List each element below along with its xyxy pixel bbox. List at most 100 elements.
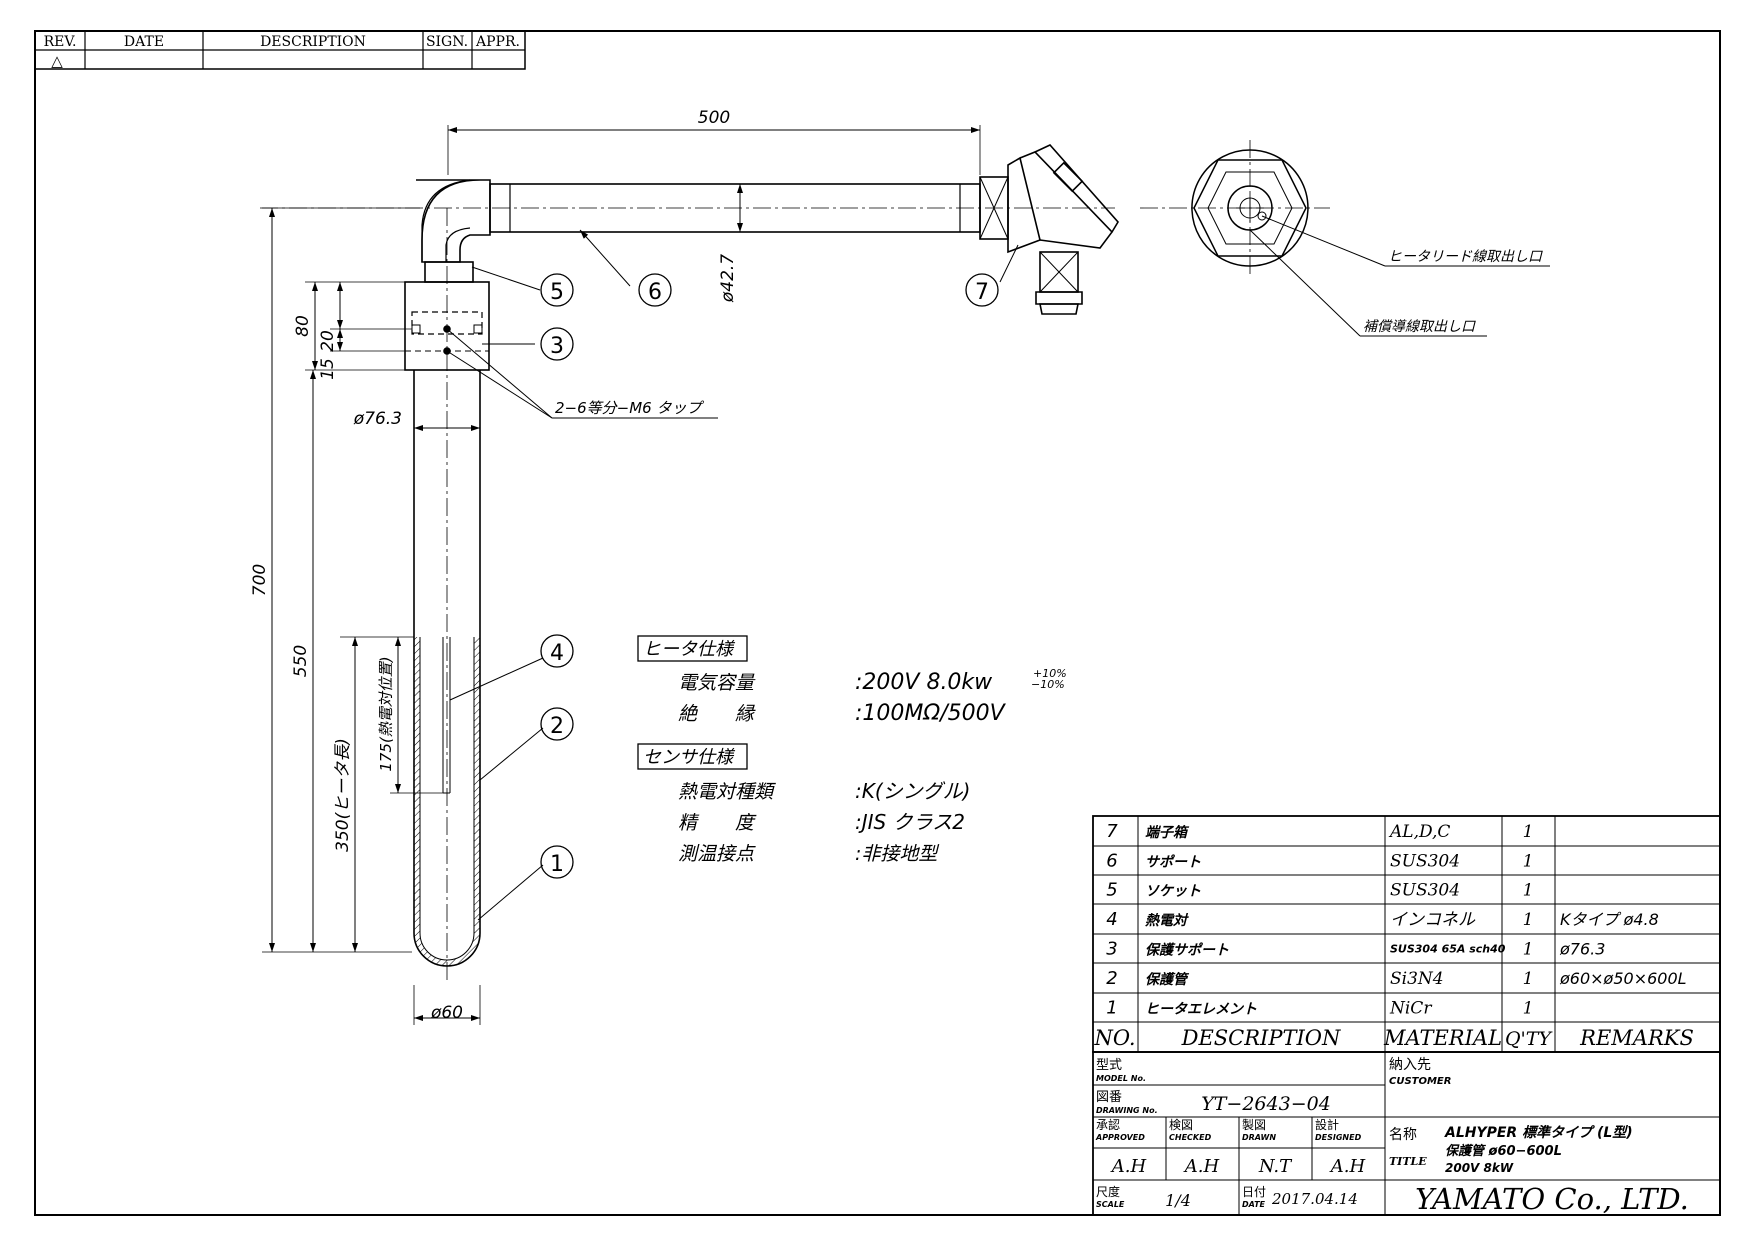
- tap-note-label: 2−6等分−M6 タップ: [555, 399, 704, 417]
- sensor-spec: センサ仕様 熱電対種類 :K(シングル) 精 度 :JIS クラス2 測温接点 …: [637, 743, 970, 865]
- drawing-en-label: DRAWING No.: [1096, 1106, 1158, 1115]
- part-description: 端子箱: [1145, 824, 1190, 841]
- parts-header-no: NO.: [1093, 1026, 1135, 1050]
- part-quantity: 1: [1523, 910, 1534, 930]
- dim-550: 550: [291, 645, 311, 677]
- callout-6: 6: [648, 280, 662, 305]
- date-header: DATE: [124, 34, 164, 50]
- parts-header-material: MATERIAL: [1383, 1026, 1502, 1050]
- dim-350-heater-length: 350(ヒータ長): [333, 738, 353, 852]
- part-material: AL,D,C: [1388, 822, 1450, 842]
- date-jp-label: 日付: [1242, 1185, 1266, 1199]
- junction-value: :非接地型: [855, 843, 939, 865]
- part-material: NiCr: [1389, 999, 1432, 1019]
- insulation-value: :100MΩ/500V: [855, 701, 1007, 726]
- callout-2: 2: [550, 714, 564, 739]
- name-jp-label: 名称: [1389, 1127, 1417, 1143]
- part-number: 1: [1106, 998, 1117, 1019]
- dim-overall-height: 700: [250, 564, 270, 596]
- part-number: 2: [1106, 968, 1117, 989]
- dim-dia-76-3: ø76.3: [353, 409, 402, 429]
- date-value: 2017.04.14: [1271, 1190, 1358, 1208]
- part-number: 7: [1106, 821, 1118, 842]
- title-en-label: TITLE: [1389, 1155, 1427, 1168]
- dim-80: 80: [293, 315, 313, 337]
- parts-header-qty: Q'TY: [1505, 1028, 1553, 1050]
- approved-en-label: APPROVED: [1095, 1133, 1145, 1142]
- company-name: YAMATO Co., LTD.: [1415, 1182, 1689, 1216]
- drawing-number: YT−2643−04: [1201, 1093, 1331, 1115]
- customer-en-label: CUSTOMER: [1389, 1076, 1451, 1087]
- designed-en-label: DESIGNED: [1315, 1133, 1362, 1142]
- title-block: [1092, 1051, 1721, 1216]
- sensor-spec-title: センサ仕様: [643, 747, 736, 768]
- checked-en-label: CHECKED: [1169, 1133, 1212, 1142]
- part-description: 保護管: [1145, 971, 1190, 988]
- thermocouple-type-label: 熱電対種類: [678, 781, 776, 803]
- callouts: 5 3 6 7 4 2 1: [540, 273, 999, 879]
- part-remarks: ø60×ø50×600L: [1559, 969, 1687, 988]
- dimension-lines: [269, 127, 980, 1021]
- title-line-1: ALHYPER 標準タイプ (L型): [1444, 1124, 1633, 1141]
- part-material: インコネル: [1390, 910, 1476, 930]
- heater-capacity-value: :200V 8.0kw: [855, 670, 993, 695]
- part-remarks: Kタイプ ø4.8: [1560, 910, 1659, 929]
- designed-by: A.H: [1329, 1156, 1366, 1177]
- dim-15: 15: [318, 358, 338, 380]
- dim-dia-60: ø60: [430, 1003, 463, 1023]
- drawn-en-label: DRAWN: [1242, 1133, 1276, 1142]
- date-en-label: DATE: [1242, 1200, 1266, 1209]
- revision-block: REV. DATE DESCRIPTION SIGN. APPR. △: [34, 30, 526, 70]
- parts-header-row: NO. DESCRIPTION MATERIAL Q'TY REMARKS: [1093, 1026, 1693, 1050]
- terminal-box-end-view: [1191, 149, 1550, 337]
- callout-4: 4: [550, 641, 564, 666]
- part-material: SUS304: [1390, 881, 1460, 901]
- model-jp-label: 型式: [1096, 1058, 1122, 1073]
- part-description: サポート: [1145, 854, 1201, 871]
- heater-capacity-tol-minus: −10%: [1031, 678, 1065, 691]
- sheet-border: [34, 30, 1721, 1216]
- part-description: 保護サポート: [1145, 942, 1229, 959]
- sign-header: SIGN.: [426, 34, 468, 50]
- scale-value: 1/4: [1165, 1191, 1191, 1210]
- part-number: 4: [1106, 909, 1117, 930]
- accuracy-label: 精 度: [678, 812, 757, 834]
- parts-header-description: DESCRIPTION: [1181, 1026, 1341, 1050]
- description-header: DESCRIPTION: [260, 34, 366, 50]
- part-quantity: 1: [1523, 822, 1534, 842]
- designed-jp-label: 設計: [1315, 1117, 1339, 1132]
- title-line-2: 保護管 ø60−600L: [1445, 1143, 1562, 1159]
- customer-jp-label: 納入先: [1389, 1057, 1431, 1073]
- callout-7: 7: [975, 280, 989, 305]
- part-description: ソケット: [1145, 884, 1201, 900]
- heater-capacity-label: 電気容量: [678, 672, 756, 694]
- compensating-wire-outlet-label: 補償導線取出し口: [1363, 319, 1476, 335]
- part-material: Si3N4: [1390, 969, 1444, 989]
- callout-3: 3: [550, 334, 564, 359]
- rev-header: REV.: [44, 34, 77, 50]
- heater-spec-title: ヒータ仕様: [643, 639, 736, 660]
- heater-assembly-side-view: [404, 144, 1119, 967]
- parts-header-remarks: REMARKS: [1579, 1026, 1694, 1050]
- title-line-3: 200V 8kW: [1445, 1161, 1514, 1175]
- drawing-jp-label: 図番: [1096, 1090, 1122, 1105]
- approved-jp-label: 承認: [1096, 1117, 1120, 1132]
- heater-spec: ヒータ仕様 電気容量 :200V 8.0kw +10% −10% 絶 縁 :10…: [637, 635, 1067, 726]
- drawn-by: N.T: [1258, 1156, 1293, 1177]
- part-quantity: 1: [1523, 940, 1534, 960]
- title-block-text: 型式 MODEL No. 図番 DRAWING No. YT−2643−04 納…: [1095, 1057, 1689, 1216]
- part-number: 6: [1106, 851, 1117, 872]
- part-description: ヒータエレメント: [1145, 1002, 1257, 1018]
- thermocouple-type-value: :K(シングル): [855, 779, 970, 803]
- tap-note: [446, 328, 718, 419]
- heater-capacity-tol-plus: +10%: [1033, 667, 1067, 680]
- model-en-label: MODEL No.: [1096, 1074, 1146, 1083]
- part-quantity: 1: [1523, 999, 1534, 1019]
- part-number: 3: [1106, 939, 1117, 960]
- checked-jp-label: 検図: [1169, 1118, 1193, 1132]
- part-quantity: 1: [1523, 969, 1534, 989]
- drawn-jp-label: 製図: [1242, 1118, 1266, 1132]
- rev-triangle-symbol: △: [51, 52, 63, 70]
